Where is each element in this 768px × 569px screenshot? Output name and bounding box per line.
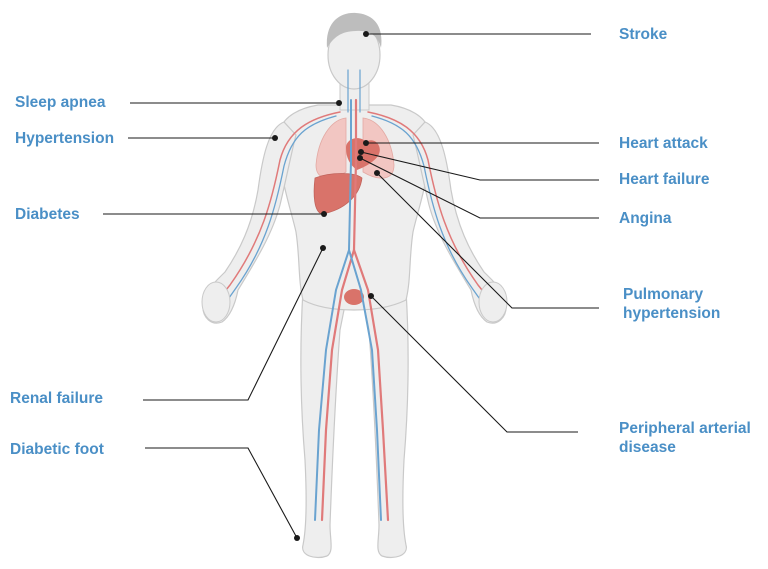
dot-sleep-apnea: [336, 100, 342, 106]
label-diabetes: Diabetes: [15, 205, 80, 224]
dot-diabetic-foot: [294, 535, 300, 541]
dot-hypertension: [272, 135, 278, 141]
right-hand: [202, 282, 230, 322]
label-stroke: Stroke: [619, 25, 667, 44]
dot-heart-attack: [363, 140, 369, 146]
label-pulmonary-hypertension: Pulmonary hypertension: [623, 285, 768, 323]
label-heart-failure: Heart failure: [619, 170, 709, 189]
dot-pulmonary-hypertension: [374, 170, 380, 176]
left-leg: [301, 290, 346, 558]
label-diabetic-foot: Diabetic foot: [10, 440, 104, 459]
label-angina: Angina: [619, 209, 672, 228]
dot-heart-failure: [358, 149, 364, 155]
leader-diabetic-foot: [145, 448, 297, 538]
label-sleep-apnea: Sleep apnea: [15, 93, 105, 112]
label-peripheral-arterial-disease: Peripheral arterial disease: [619, 419, 768, 457]
label-heart-attack: Heart attack: [619, 134, 708, 153]
label-hypertension: Hypertension: [15, 129, 114, 148]
right-leg: [363, 290, 408, 558]
left-hand: [479, 282, 507, 322]
dot-peripheral-arterial-disease: [368, 293, 374, 299]
human-body-figure: [202, 13, 507, 558]
dot-angina: [357, 155, 363, 161]
dot-diabetes: [321, 211, 327, 217]
dot-renal-failure: [320, 245, 326, 251]
dot-stroke: [363, 31, 369, 37]
label-renal-failure: Renal failure: [10, 389, 103, 408]
